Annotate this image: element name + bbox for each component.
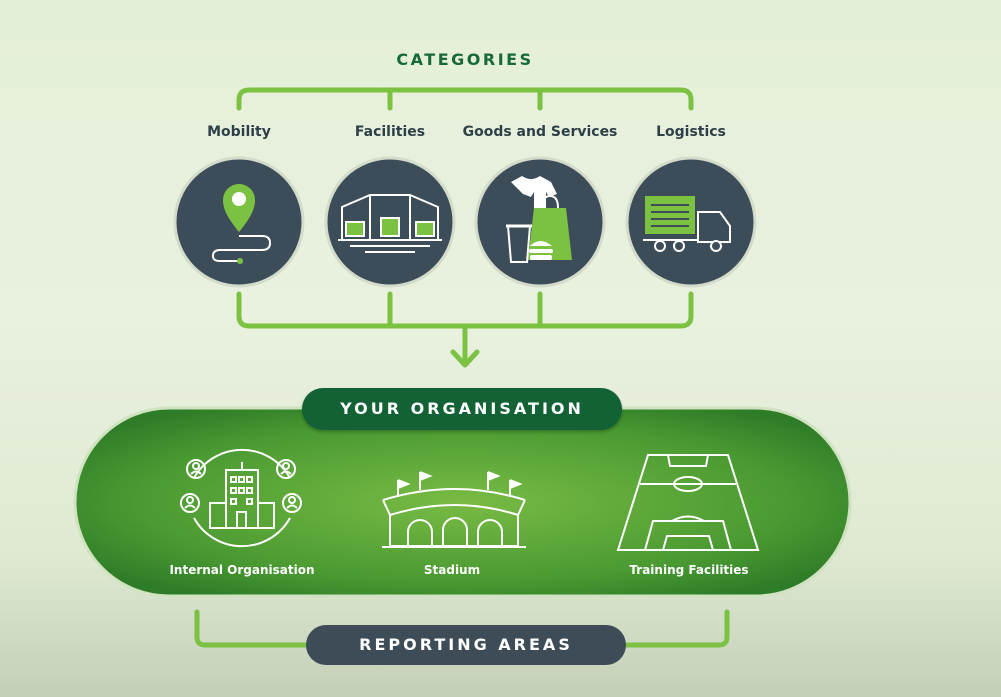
category-label-logistics: Logistics — [656, 124, 726, 140]
categories-title: CATEGORIES — [396, 50, 534, 69]
delivery-truck-icon — [643, 196, 731, 252]
bottom-bracket-right — [623, 609, 730, 648]
category-label-facilities: Facilities — [354, 124, 426, 140]
office-people-icon — [180, 448, 302, 548]
bottom-bracket — [194, 609, 309, 648]
warehouse-icon — [338, 194, 442, 253]
area-label-internal-organisation: Internal Organisation — [169, 563, 315, 577]
lower-bracket — [236, 291, 694, 329]
map-pin-route-icon — [211, 184, 272, 264]
shopping-goods-icon — [506, 176, 572, 263]
area-label-stadium: Stadium — [423, 563, 481, 577]
down-arrow-icon — [450, 349, 480, 368]
area-label-training-facilities: Training Facilities — [629, 563, 749, 577]
category-label-goods-and-services: Goods and Services — [462, 124, 618, 140]
reporting-areas-pill: REPORTING AREAS — [306, 625, 626, 665]
category-label-mobility: Mobility — [207, 124, 271, 140]
your-organisation-pill: YOUR ORGANISATION — [302, 388, 622, 430]
top-bracket — [236, 87, 694, 111]
stadium-icon — [382, 471, 526, 548]
football-pitch-icon — [616, 454, 760, 551]
